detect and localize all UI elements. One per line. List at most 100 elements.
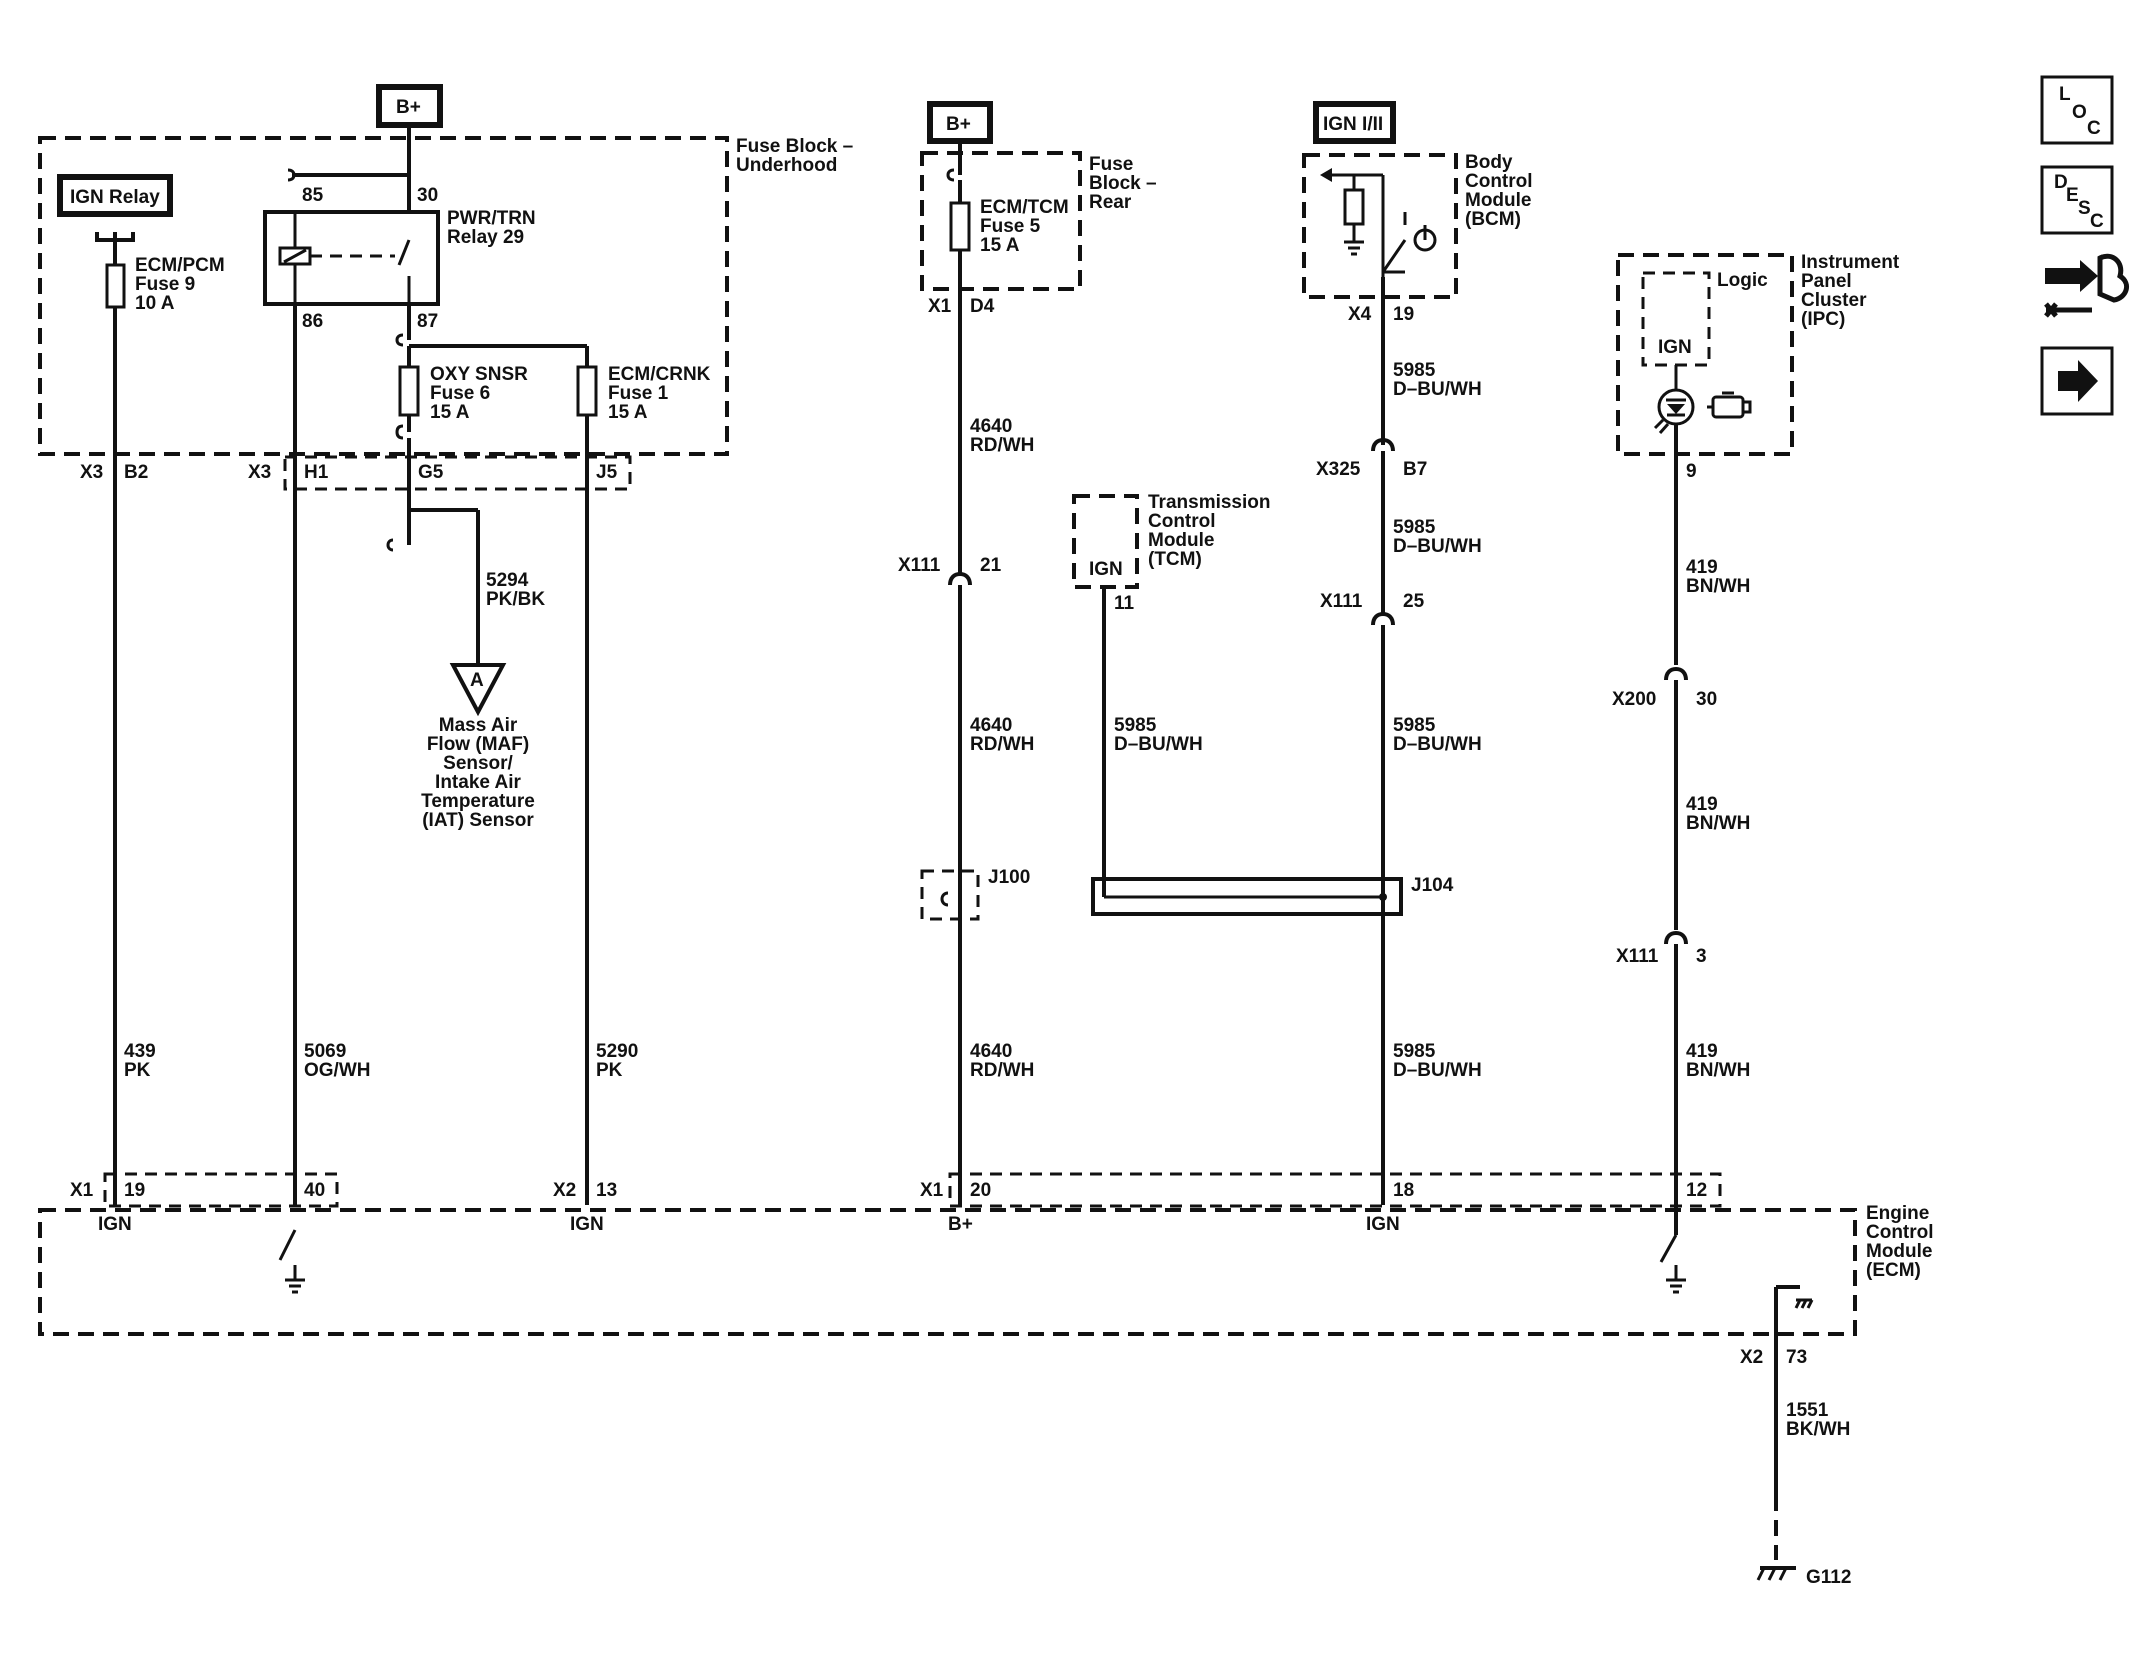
maf-label-4: Intake Air bbox=[435, 772, 521, 793]
connector-x111-b-pin: 25 bbox=[1403, 591, 1425, 612]
svg-text:B+: B+ bbox=[396, 97, 421, 118]
splice-j104 bbox=[1091, 877, 1403, 916]
ecm-pin-18: 18 bbox=[1393, 1180, 1414, 1201]
wire-5985-b-num: 5985 bbox=[1393, 517, 1436, 538]
relay-number: Relay 29 bbox=[447, 227, 524, 248]
svg-text:C: C bbox=[2087, 118, 2101, 139]
maf-label-1: Mass Air bbox=[439, 715, 518, 736]
fuse-5-number: Fuse 5 bbox=[980, 216, 1041, 237]
wire-4640-c-color: RD/WH bbox=[970, 1060, 1034, 1081]
ecm-connector-x2: X2 bbox=[553, 1180, 576, 1201]
svg-text:E: E bbox=[2066, 185, 2079, 206]
pin-g5: G5 bbox=[418, 462, 444, 483]
ecm-pin-ign-1: IGN bbox=[98, 1214, 132, 1235]
svg-text:L: L bbox=[2059, 84, 2071, 105]
bcm-title-4: (BCM) bbox=[1465, 209, 1521, 230]
ecm-pin-12: 12 bbox=[1686, 1180, 1707, 1201]
connector-x3b: X3 bbox=[248, 462, 271, 483]
fuse-block-rear-title-1: Fuse bbox=[1089, 154, 1133, 175]
bcm-title-2: Control bbox=[1465, 171, 1533, 192]
bcm-title-1: Body bbox=[1465, 152, 1513, 173]
ecm-pin-ign-2: IGN bbox=[570, 1214, 604, 1235]
wire-419-b-num: 419 bbox=[1686, 794, 1718, 815]
ground-g112-icon bbox=[1756, 1566, 1796, 1581]
ecm-title-2: Control bbox=[1866, 1222, 1934, 1243]
ground-g112-label: G112 bbox=[1806, 1567, 1851, 1588]
svg-text:D: D bbox=[2054, 172, 2068, 193]
fuse-9 bbox=[105, 263, 126, 309]
relay-label: PWR/TRN bbox=[447, 208, 536, 229]
ecm-title-1: Engine bbox=[1866, 1203, 1929, 1224]
svg-text:O: O bbox=[2072, 102, 2087, 123]
tcm-ign-label: IGN bbox=[1089, 559, 1123, 580]
ipc-logic-label: Logic bbox=[1717, 270, 1768, 291]
wire-4640-a-color: RD/WH bbox=[970, 435, 1034, 456]
ecm-pin-40: 40 bbox=[304, 1180, 325, 1201]
wire-4640-a-num: 4640 bbox=[970, 416, 1012, 437]
wire-419-c-color: BN/WH bbox=[1686, 1060, 1750, 1081]
wire-419-b-color: BN/WH bbox=[1686, 813, 1750, 834]
ign-source-bcm: IGN I/II bbox=[1313, 101, 1396, 144]
wire-5294-color: PK/BK bbox=[486, 589, 545, 610]
splice-j104-label: J104 bbox=[1411, 875, 1454, 896]
wire-5069-num: 5069 bbox=[304, 1041, 346, 1062]
bplus-source-underhood: B+ bbox=[376, 84, 443, 128]
connector-x111-a: X111 bbox=[898, 555, 941, 576]
ipc-title-2: Panel bbox=[1801, 271, 1852, 292]
pin-b2: B2 bbox=[124, 462, 148, 483]
ecm-connector-x2-gnd: X2 bbox=[1740, 1347, 1763, 1368]
wire-419-c-num: 419 bbox=[1686, 1041, 1718, 1062]
ipc-outline bbox=[1616, 253, 1794, 456]
connector-x111-a-pin: 21 bbox=[980, 555, 1002, 576]
ipc-pin-9: 9 bbox=[1686, 461, 1697, 482]
svg-text:B+: B+ bbox=[946, 114, 971, 135]
splice-j100 bbox=[920, 869, 980, 921]
ecm-outline bbox=[38, 1208, 1857, 1336]
connector-x4: X4 bbox=[1348, 304, 1372, 325]
description-button[interactable]: D E S C bbox=[2040, 165, 2114, 235]
bplus-source-rear: B+ bbox=[927, 101, 993, 144]
maf-label-2: Flow (MAF) bbox=[427, 734, 529, 755]
connector-x4-pin: 19 bbox=[1393, 304, 1414, 325]
connector-x111-c: X111 bbox=[1616, 946, 1659, 967]
bcm-title-3: Module bbox=[1465, 190, 1532, 211]
maf-connector-a bbox=[449, 663, 507, 717]
connector-wrench-icon[interactable] bbox=[2044, 253, 2130, 318]
ecm-pin-ign-3: IGN bbox=[1366, 1214, 1400, 1235]
tcm-title-3: Module bbox=[1148, 530, 1215, 551]
svg-text:S: S bbox=[2078, 198, 2091, 219]
fuse-1 bbox=[576, 365, 598, 417]
connector-x1-rear: X1 bbox=[928, 296, 952, 317]
wire-5069-color: OG/WH bbox=[304, 1060, 371, 1081]
ign-relay-source: IGN Relay bbox=[57, 174, 173, 217]
fuse-block-rear-title-3: Rear bbox=[1089, 192, 1132, 213]
pin-h1: H1 bbox=[304, 462, 329, 483]
ecm-low-side-driver-1 bbox=[278, 1229, 305, 1294]
bcm-outline bbox=[1302, 153, 1458, 299]
splice-j100-label: J100 bbox=[988, 867, 1030, 888]
location-button[interactable]: L O C bbox=[2040, 75, 2114, 145]
wire-5985-a-num: 5985 bbox=[1393, 360, 1436, 381]
fuse-6-number: Fuse 6 bbox=[430, 383, 490, 404]
ipc-title-1: Instrument bbox=[1801, 252, 1900, 273]
ecm-low-side-driver-2 bbox=[1659, 1234, 1686, 1294]
ecm-pin-19: 19 bbox=[124, 1180, 145, 1201]
wire-5294-num: 5294 bbox=[486, 570, 529, 591]
next-arrow-button[interactable] bbox=[2040, 346, 2114, 416]
ecm-pin-bplus: B+ bbox=[948, 1214, 973, 1235]
tcm-title-2: Control bbox=[1148, 511, 1216, 532]
wire-439-color: PK bbox=[124, 1060, 151, 1081]
fuse-block-rear-outline bbox=[920, 151, 1082, 291]
check-engine-icon bbox=[1707, 391, 1752, 419]
wire-4640-b-num: 4640 bbox=[970, 715, 1012, 736]
fuse-9-number: Fuse 9 bbox=[135, 274, 195, 295]
wire-419-a-color: BN/WH bbox=[1686, 576, 1750, 597]
fuse-9-label: ECM/PCM bbox=[135, 255, 225, 276]
connector-x200: X200 bbox=[1612, 689, 1656, 710]
ecm-pin-73: 73 bbox=[1786, 1347, 1807, 1368]
ipc-ign-label: IGN bbox=[1658, 337, 1692, 358]
relay-pin-86: 86 bbox=[302, 311, 323, 332]
connector-x325: X325 bbox=[1316, 459, 1361, 480]
svg-text:C: C bbox=[2090, 211, 2104, 232]
